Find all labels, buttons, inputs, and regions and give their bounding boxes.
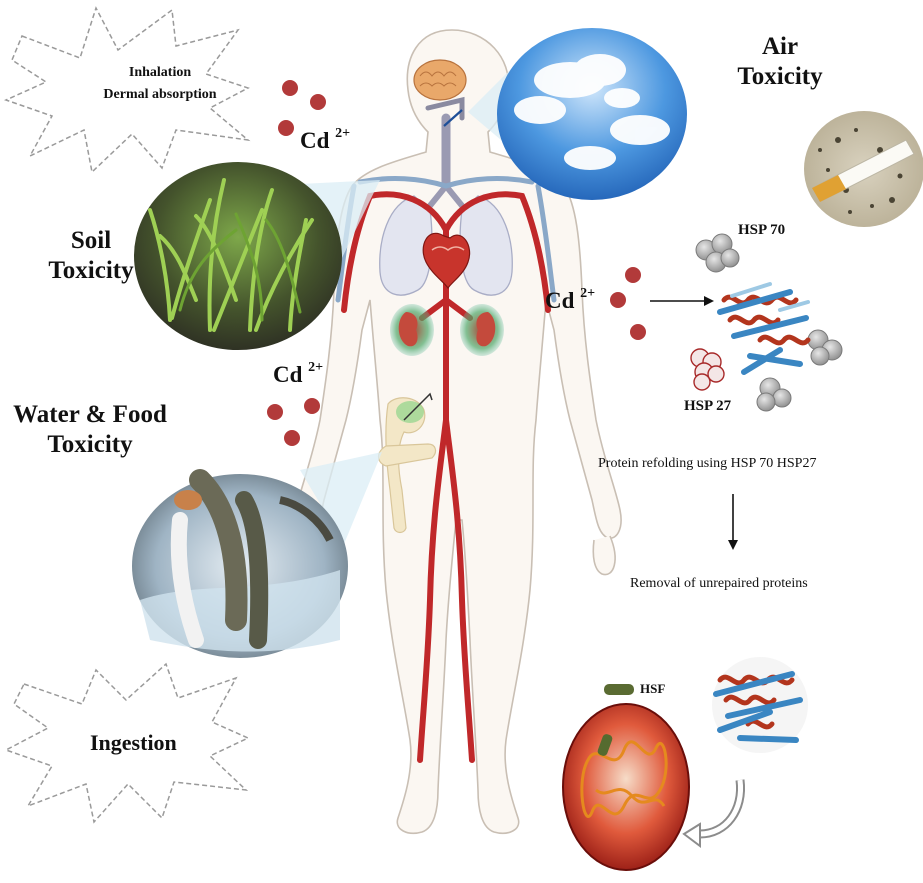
cadmium-dot: [610, 292, 626, 308]
cadmium-dot: [630, 324, 646, 340]
cadmium-label-middle: Cd 2+: [273, 362, 323, 388]
cadmium-dot: [625, 267, 641, 283]
soil-toxicity-label: Soil Toxicity: [36, 226, 146, 286]
hsf-marker: [604, 684, 634, 695]
hsp70-label: HSP 70: [738, 222, 785, 239]
inhalation-label: Inhalation Dermal absorption: [80, 62, 240, 106]
return-arrow: [684, 780, 741, 846]
brain: [414, 60, 466, 100]
cadmium-label-right: Cd 2+: [545, 288, 595, 314]
cell-nucleus: [563, 704, 689, 870]
soil-image: [134, 162, 342, 350]
air-image: [497, 28, 687, 200]
refolded-protein: [712, 657, 808, 753]
ingestion-label: Ingestion: [90, 730, 177, 756]
cadmium-dot: [278, 120, 294, 136]
water-food-image: [132, 474, 348, 658]
cadmium-dot: [267, 404, 283, 420]
process-arrow: [728, 494, 738, 550]
air-pollution-image: [804, 111, 923, 227]
air-toxicity-label: Air Toxicity: [730, 32, 830, 92]
refolding-text: Protein refolding using HSP 70 HSP27: [598, 456, 816, 472]
hsp27-chaperone: [691, 349, 724, 390]
hsp27-label: HSP 27: [684, 398, 731, 415]
cadmium-dot: [284, 430, 300, 446]
cadmium-dot: [310, 94, 326, 110]
cadmium-label-top: Cd 2+: [300, 128, 350, 154]
removal-text: Removal of unrepaired proteins: [630, 576, 808, 592]
hsf-label: HSF: [640, 681, 665, 697]
protein-structure: [691, 234, 842, 411]
water-food-toxicity-label: Water & Food Toxicity: [10, 400, 170, 460]
cadmium-dot: [282, 80, 298, 96]
binding-arrow: [650, 296, 714, 306]
cadmium-dot: [304, 398, 320, 414]
